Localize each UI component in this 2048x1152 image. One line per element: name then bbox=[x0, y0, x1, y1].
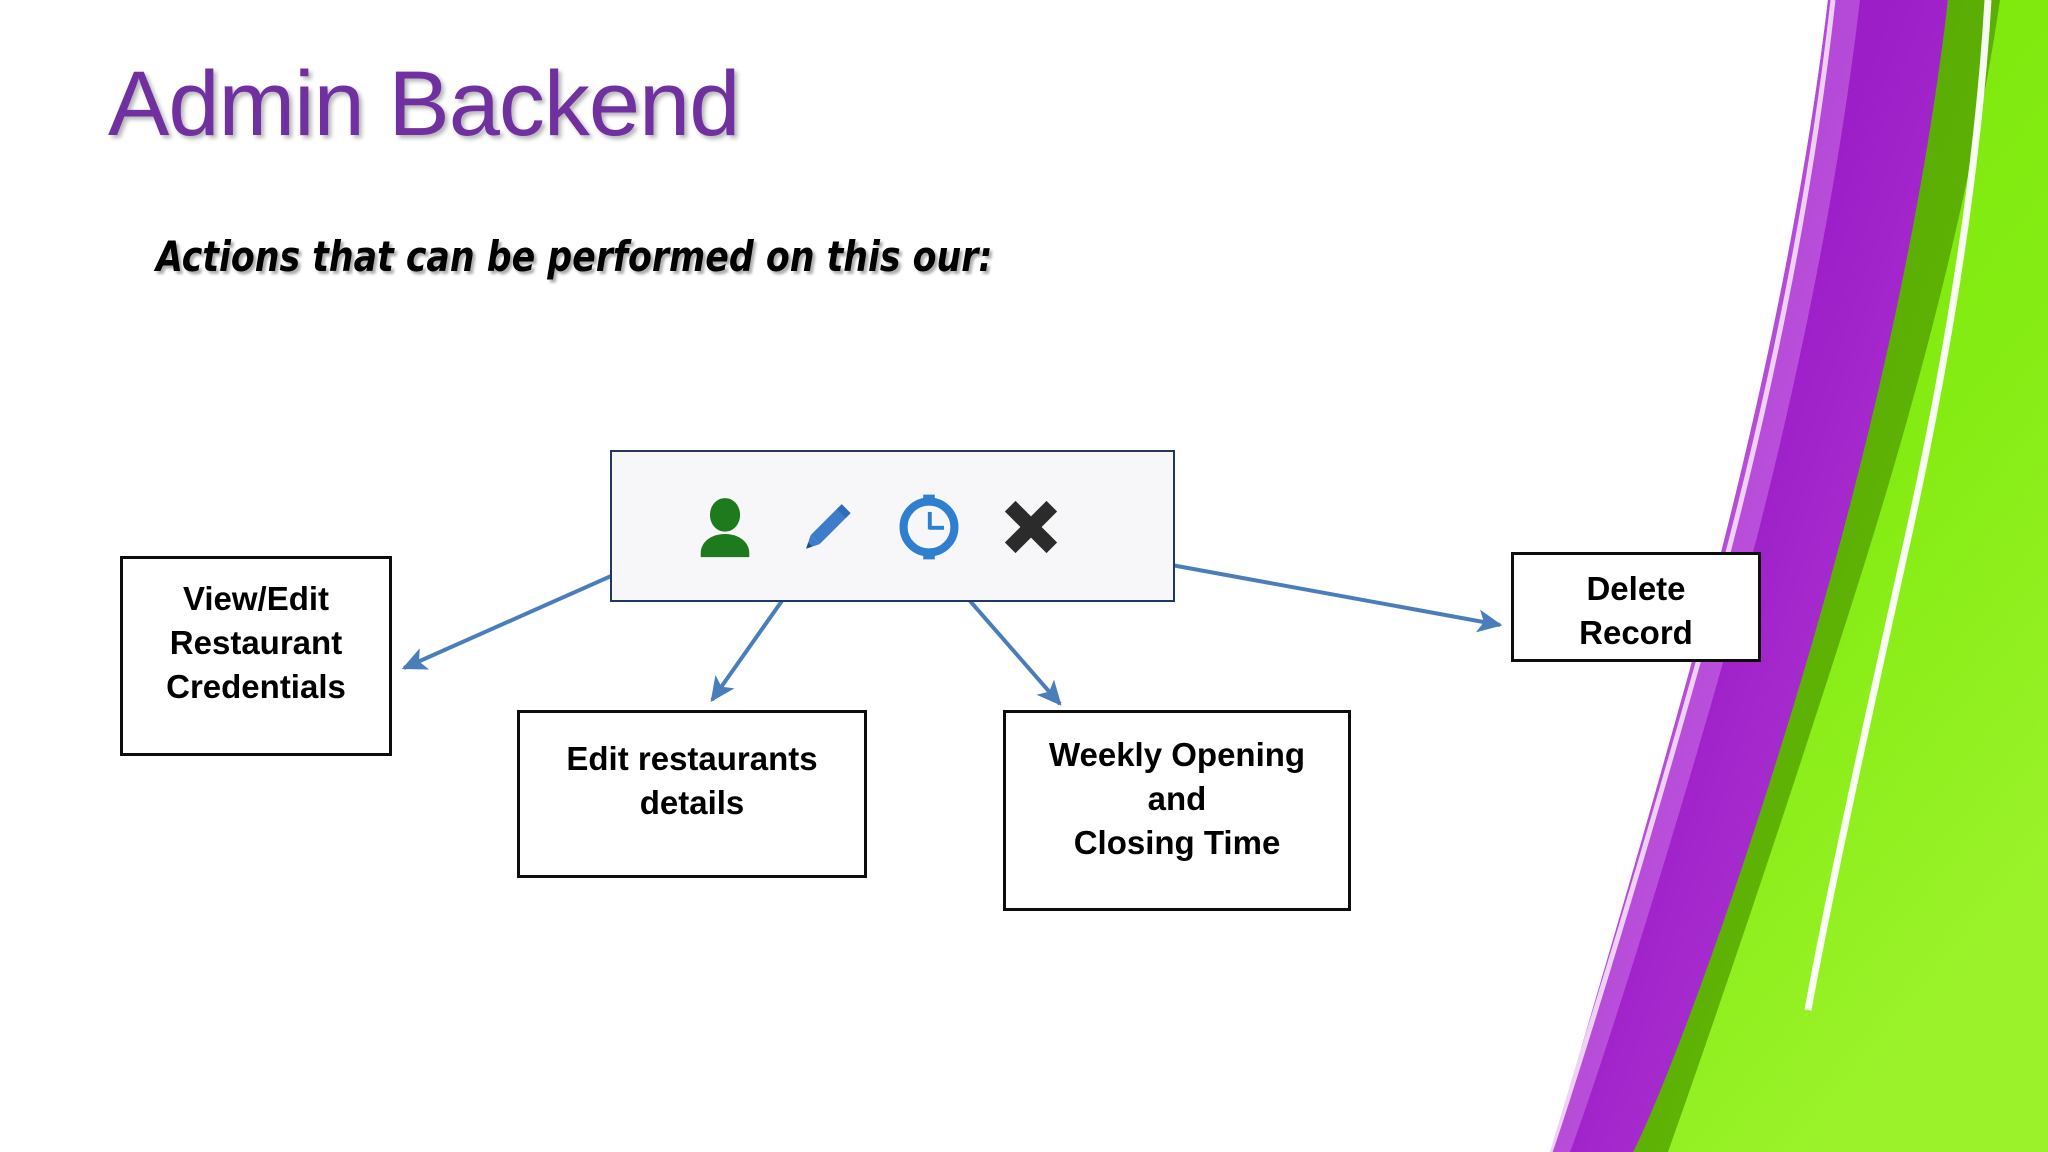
action-toolbar[interactable] bbox=[610, 450, 1175, 602]
callout-text: Edit restaurants details bbox=[566, 740, 818, 821]
user-icon[interactable] bbox=[688, 490, 762, 564]
clock-icon[interactable] bbox=[892, 490, 966, 564]
callout-text: View/Edit Restaurant Credentials bbox=[166, 580, 346, 705]
page-title: Admin Backend bbox=[108, 53, 740, 155]
callout-weekly-opening-closing: Weekly Opening and Closing Time bbox=[1003, 710, 1351, 911]
pencil-icon[interactable] bbox=[790, 490, 864, 564]
close-x-icon[interactable] bbox=[994, 490, 1068, 564]
arrow-pencil-to-edit bbox=[710, 586, 793, 702]
callout-delete-record: Delete Record bbox=[1511, 552, 1761, 662]
callout-text: Delete Record bbox=[1579, 570, 1693, 651]
callout-text: Weekly Opening and Closing Time bbox=[1048, 736, 1306, 861]
callout-edit-restaurant-details: Edit restaurants details bbox=[517, 710, 867, 878]
decor-green-highlight bbox=[1804, 0, 1992, 1011]
toolbar-icon-row bbox=[688, 490, 1068, 564]
subtitle-text: Actions that can be performed on this ou… bbox=[156, 232, 993, 281]
callout-view-edit-credentials: View/Edit Restaurant Credentials bbox=[120, 556, 392, 756]
